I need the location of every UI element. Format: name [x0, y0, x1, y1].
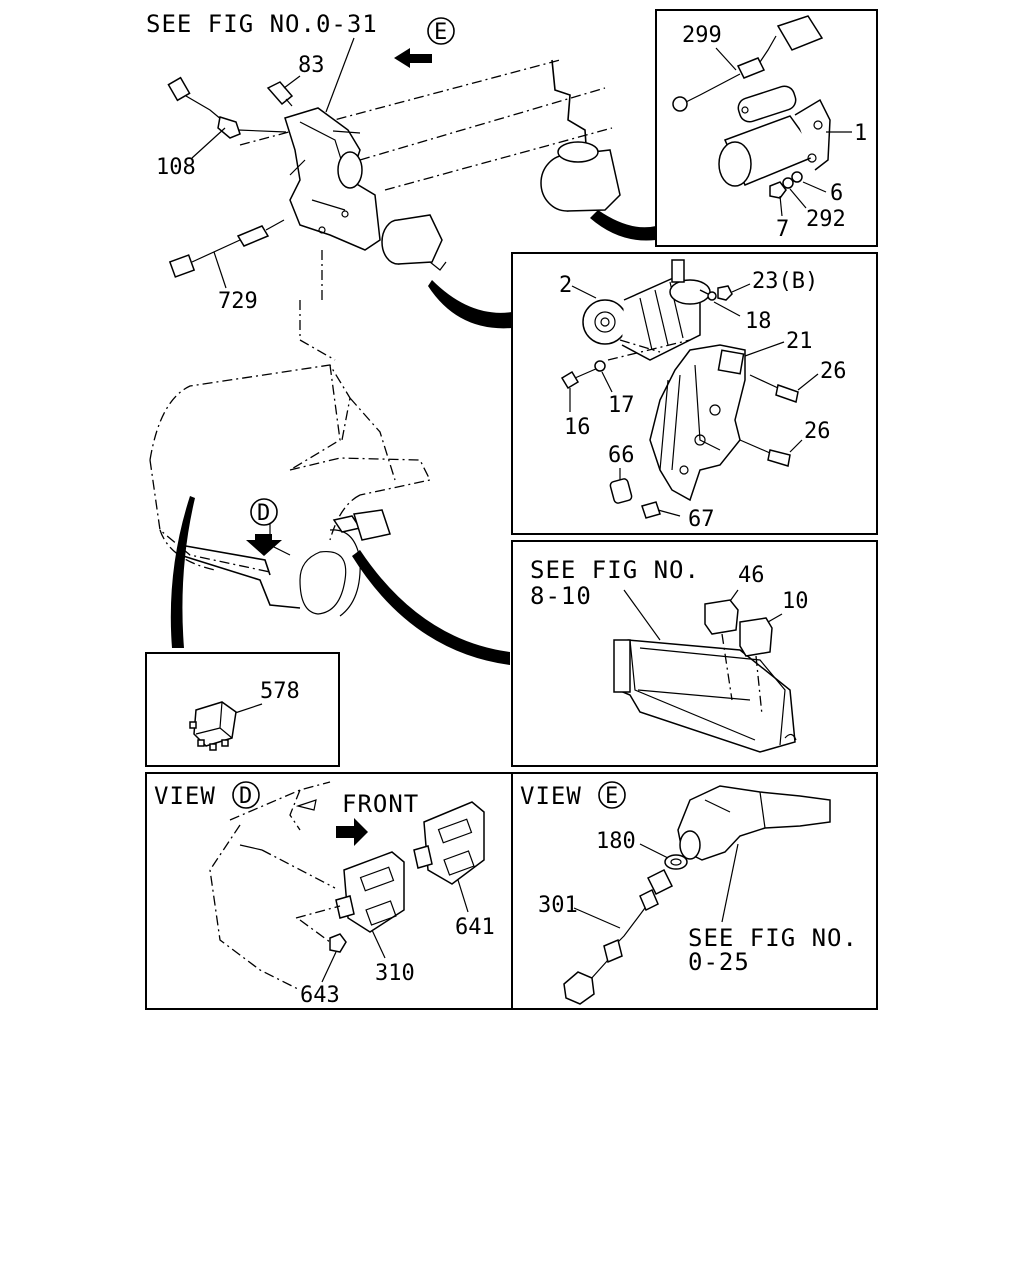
starter-box: 299 1 6 7 292	[655, 9, 878, 247]
svg-text:10: 10	[782, 589, 809, 614]
svg-text:180: 180	[596, 829, 636, 854]
svg-text:D: D	[239, 784, 252, 809]
engine-area: SEE FIG NO.0-31 E 83	[146, 10, 656, 361]
leader-arc-relay-box	[352, 550, 510, 665]
view-e-box: VIEW E 180 301 SEE FIG NO. 0-25	[511, 772, 878, 1010]
arrow-left-icon	[394, 48, 432, 68]
svg-text:26: 26	[820, 359, 847, 384]
alternator-on-engine	[381, 214, 447, 271]
svg-text:83: 83	[298, 53, 325, 78]
thermostat-housing	[284, 107, 381, 251]
svg-text:7: 7	[776, 217, 789, 242]
svg-text:FRONT: FRONT	[342, 790, 419, 818]
svg-text:SEE FIG NO.: SEE FIG NO.	[530, 556, 700, 584]
svg-text:643: 643	[300, 983, 340, 1008]
sensor-83: 83	[266, 53, 325, 107]
relay-small-box: 578	[145, 652, 340, 767]
relay-box: SEE FIG NO. 8-10 46 10	[511, 540, 878, 767]
svg-text:26: 26	[804, 419, 831, 444]
svg-text:23(B): 23(B)	[752, 269, 818, 294]
svg-text:108: 108	[156, 155, 196, 180]
svg-text:D: D	[257, 501, 270, 526]
svg-text:16: 16	[564, 415, 591, 440]
leader-arc-alternator	[428, 280, 512, 329]
svg-text:SEE FIG NO.: SEE FIG NO.	[688, 924, 858, 952]
svg-text:18: 18	[745, 309, 772, 334]
svg-text:VIEW: VIEW	[520, 782, 582, 810]
svg-text:8-10: 8-10	[530, 582, 592, 610]
svg-text:292: 292	[806, 207, 846, 232]
svg-text:46: 46	[738, 563, 765, 588]
leader-arc-starter	[590, 210, 656, 241]
reference-fig-0-31: SEE FIG NO.0-31	[146, 10, 378, 38]
starter-on-engine	[540, 141, 621, 212]
svg-text:641: 641	[455, 915, 495, 940]
svg-text:578: 578	[260, 679, 300, 704]
svg-text:E: E	[434, 20, 447, 45]
svg-text:0-25: 0-25	[688, 948, 750, 976]
svg-text:VIEW: VIEW	[154, 782, 216, 810]
sensor-108: 108	[156, 76, 287, 180]
svg-text:6: 6	[830, 181, 843, 206]
svg-text:21: 21	[786, 329, 813, 354]
svg-text:310: 310	[375, 961, 415, 986]
arrow-down-icon	[246, 534, 282, 556]
svg-text:299: 299	[682, 23, 722, 48]
svg-text:E: E	[605, 784, 618, 809]
svg-text:2: 2	[559, 273, 572, 298]
vehicle-front: D	[149, 364, 510, 665]
svg-text:729: 729	[218, 289, 258, 314]
sensor-729: 729	[168, 219, 285, 314]
leader-arc-relay	[170, 496, 195, 648]
alternator-box: 2 23(B) 18 21 26 26	[511, 252, 878, 535]
view-e-marker: E	[394, 17, 455, 68]
svg-text:67: 67	[688, 507, 715, 532]
svg-text:17: 17	[608, 393, 635, 418]
svg-text:301: 301	[538, 893, 578, 918]
svg-text:66: 66	[608, 443, 635, 468]
arrow-right-icon	[336, 818, 368, 846]
view-d-box: VIEW D FRONT 310 643 641	[145, 772, 513, 1010]
svg-text:1: 1	[854, 121, 867, 146]
